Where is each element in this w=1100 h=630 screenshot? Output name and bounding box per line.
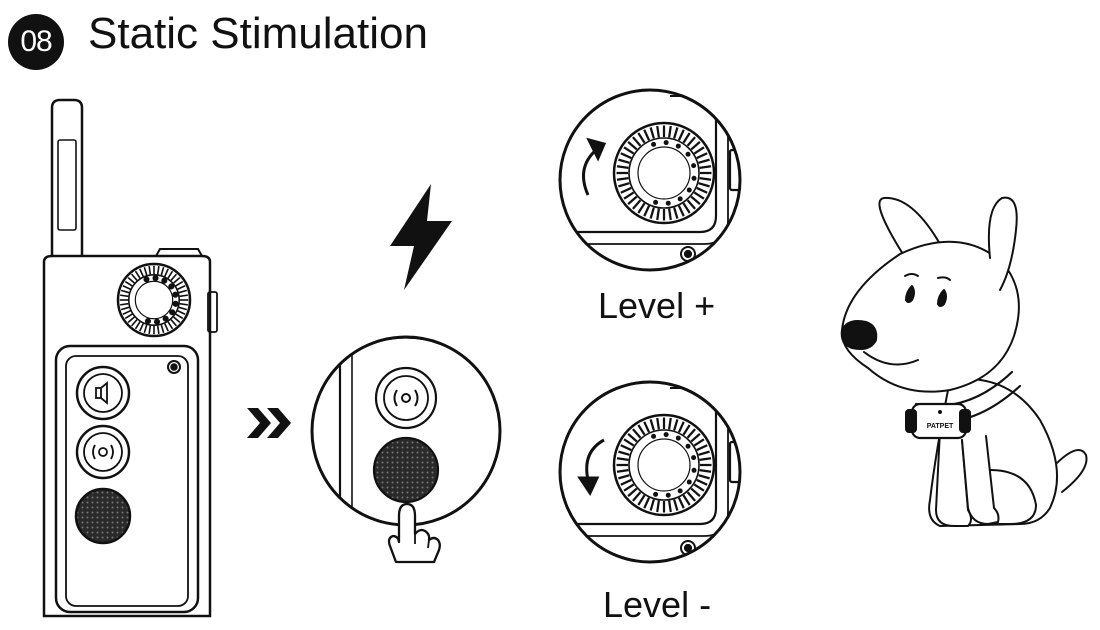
collar-brand-label: PATPET: [927, 423, 954, 430]
remote-face-panel: [54, 344, 200, 614]
vibration-icon: [393, 389, 419, 407]
remote-transmitter: [42, 98, 218, 618]
step-number-badge: 08: [8, 14, 64, 70]
dial-closeup: [612, 121, 716, 225]
level-up-label: Level +: [598, 285, 716, 326]
pointing-hand-icon: [387, 502, 441, 564]
level-down-dial-view: [558, 380, 742, 564]
static-button-magnified: [372, 436, 440, 504]
dial-closeup: [612, 413, 716, 517]
remote-dial: [116, 262, 192, 338]
page-title: Static Stimulation: [88, 9, 428, 58]
rotate-counterclockwise-arrow-icon: [577, 438, 605, 497]
collar-receiver: [905, 402, 971, 440]
static-button: [74, 487, 132, 545]
speaker-icon: [95, 381, 108, 405]
vibration-icon: [92, 444, 114, 460]
level-up-dial-view: [558, 88, 742, 272]
vibration-button: [75, 424, 131, 480]
rotate-clockwise-arrow-icon: [582, 137, 607, 196]
magnified-button-view: [310, 335, 502, 564]
tone-button: [75, 365, 131, 421]
level-down-label: Level -: [603, 584, 712, 625]
antenna: [50, 98, 84, 260]
dog-illustration: [840, 196, 1088, 527]
lightning-bolt-icon: [390, 184, 452, 290]
double-chevron-right-icon: [247, 408, 291, 438]
